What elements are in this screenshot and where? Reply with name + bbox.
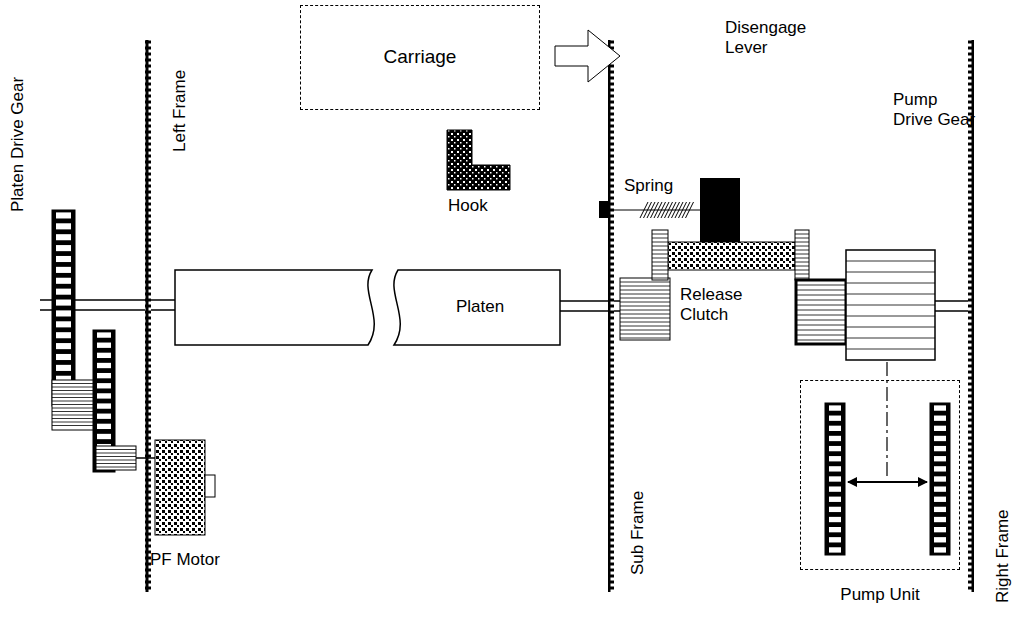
disengage-bar xyxy=(668,242,795,270)
intermediate-gear xyxy=(52,380,96,430)
pump-drive-gear xyxy=(846,250,935,360)
pf-motor xyxy=(155,440,205,535)
frame-label: Left Frame xyxy=(170,70,190,152)
part-label: Release Clutch xyxy=(680,285,754,326)
platen-roller xyxy=(175,270,374,345)
node-label: Platen xyxy=(456,297,504,317)
part-label: Spring xyxy=(624,176,673,196)
pump-gear xyxy=(825,403,845,555)
spring-anchor xyxy=(599,201,609,218)
node-label: Pump Unit xyxy=(801,585,959,605)
bar-gear xyxy=(795,230,809,280)
motor-pinion xyxy=(96,446,136,470)
node-label: Carriage xyxy=(384,46,457,69)
part-label: PF Motor xyxy=(150,550,220,570)
pump-small-gear xyxy=(796,280,846,344)
part-label: Disengage Lever xyxy=(725,18,825,59)
carriage-box: Carriage xyxy=(300,5,540,110)
bar-gear xyxy=(652,230,668,280)
part-label: Pump Drive Gear xyxy=(893,90,981,131)
platen-drive-gear xyxy=(52,210,75,406)
frame-label: Sub Frame xyxy=(628,491,648,575)
pump-unit-box: Pump Unit xyxy=(800,380,960,570)
platen-roller xyxy=(394,270,560,345)
frame-label: Right Frame xyxy=(993,509,1013,603)
carriage-hook xyxy=(447,130,510,190)
sub-frame xyxy=(608,40,614,592)
motor-boss xyxy=(205,475,215,497)
direction-arrow xyxy=(555,30,620,82)
disengage-lever xyxy=(700,178,740,242)
pump-gear xyxy=(930,403,950,555)
release-clutch xyxy=(620,278,670,340)
left-frame xyxy=(145,40,151,592)
gear-label: Platen Drive Gear xyxy=(8,77,28,212)
part-label: Hook xyxy=(448,196,488,216)
platen-box: Platen xyxy=(400,270,560,345)
spring-coil xyxy=(640,202,694,218)
shift-arrow xyxy=(848,481,927,483)
